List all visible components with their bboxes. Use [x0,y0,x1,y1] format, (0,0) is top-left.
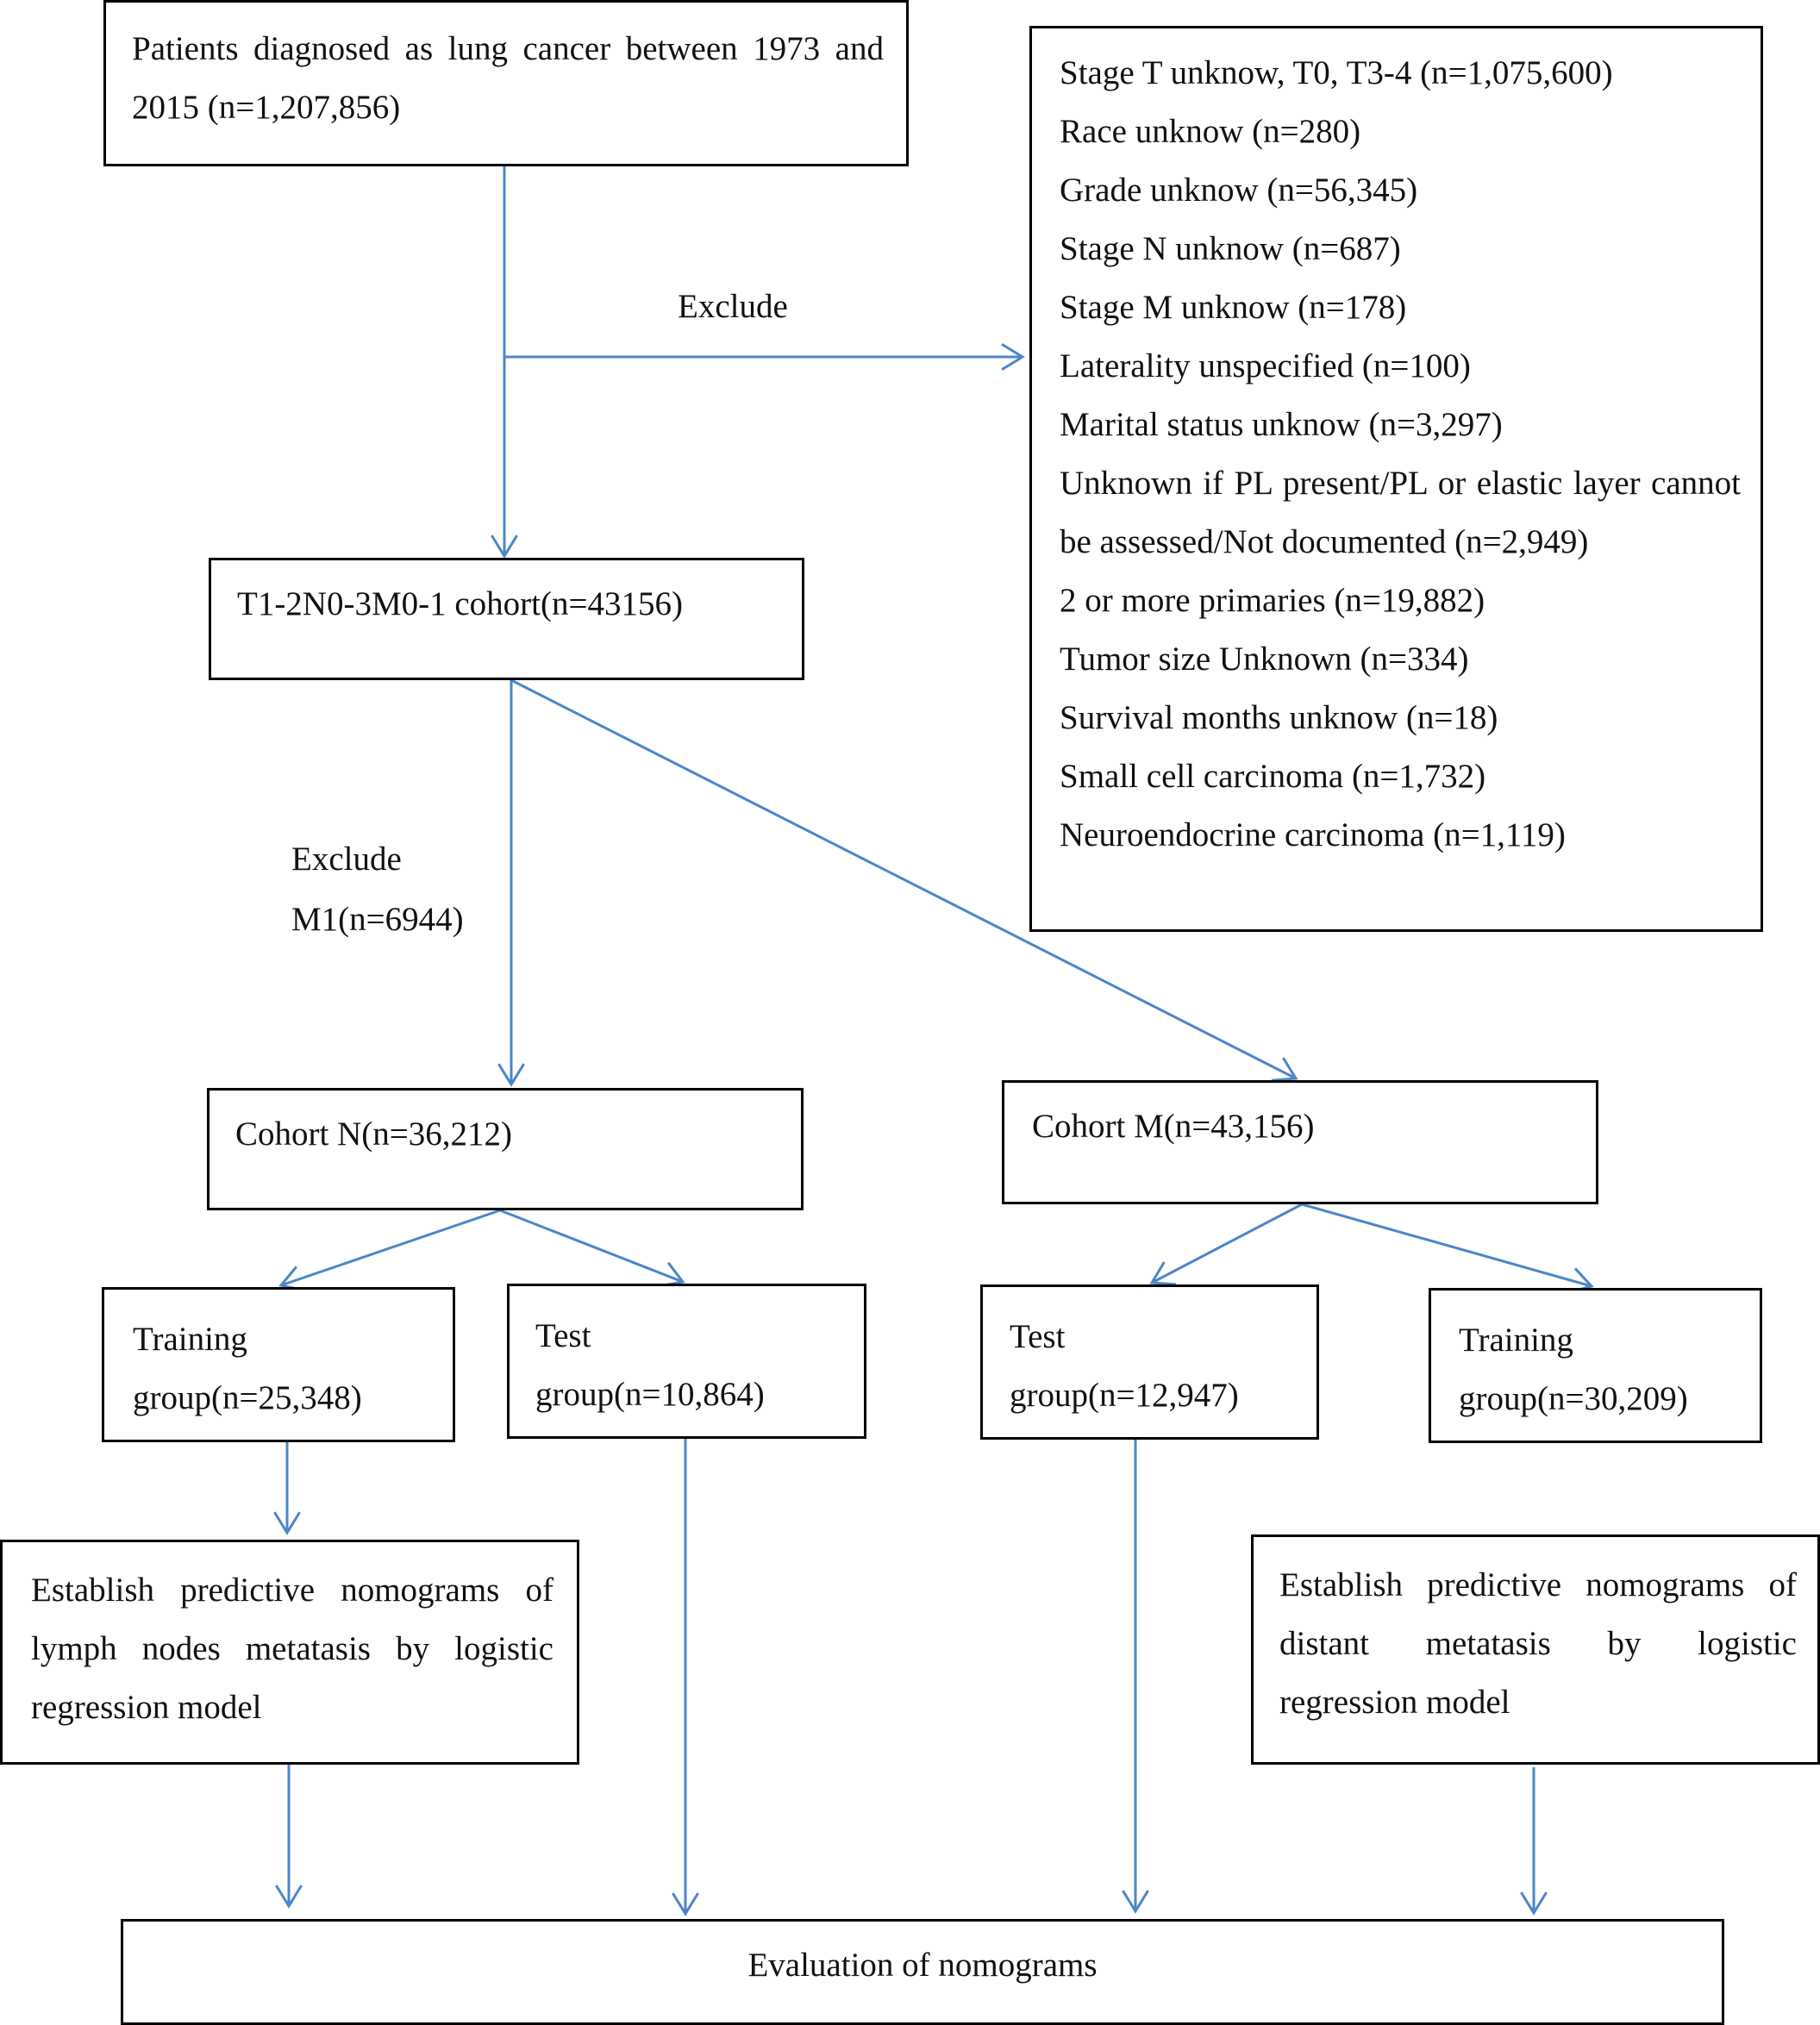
arrow-cohort-to-cohort-n-head [497,1063,525,1087]
m-test-line2: group(n=12,947) [1010,1377,1239,1414]
exclusion-criteria-box: Stage T unknow, T0, T3-4 (n=1,075,600) Ra… [1029,26,1763,932]
arrow-cohort-n-to-test [499,1209,684,1284]
exclusion-item: Stage T unknow, T0, T3-4 (n=1,075,600) [1060,54,1613,91]
nomogram-lymph-box: Establish predictive nomograms of lymph … [0,1540,579,1765]
cohort-text: T1-2N0-3M0-1 cohort(n=43156) [237,585,683,622]
arrow-to-exclusions-head [1001,343,1025,371]
m-test-line1: Test [1010,1318,1066,1355]
evaluation-box: Evaluation of nomograms [121,1919,1724,2025]
arrow-m-test-to-evaluation-head [1122,1890,1149,1914]
exclusion-item: Small cell carcinoma (n=1,732) [1060,758,1486,795]
n-training-line1: Training [133,1321,247,1358]
arrow-patients-to-cohort-head [491,534,518,559]
n-training-group-box: Training group(n=25,348) [102,1287,455,1442]
exclusion-item: Tumor size Unknown (n=334) [1060,641,1469,678]
exclusion-item: Survival months unknow (n=18) [1060,699,1498,736]
arrow-lymph-to-evaluation-head [275,1884,303,1909]
arrow-n-training-to-nomogram-head [273,1511,301,1535]
cohort-n-text: Cohort N(n=36,212) [235,1116,512,1153]
exclusion-item: Stage N unknow (n=687) [1060,230,1401,267]
arrow-n-test-to-evaluation-head [672,1892,699,1916]
nomogram-distant-box: Establish predictive nomograms of distan… [1251,1534,1820,1765]
exclusion-item: Unknown if PL present/PL or elastic laye… [1060,465,1741,560]
m-training-group-box: Training group(n=30,209) [1429,1288,1762,1443]
exclusion-item: 2 or more primaries (n=19,882) [1060,582,1485,619]
exclusion-item: Laterality unspecified (n=100) [1060,347,1471,384]
exclusion-criteria-list: Stage T unknow, T0, T3-4 (n=1,075,600) Ra… [1060,44,1741,865]
m-test-group-box: Test group(n=12,947) [980,1284,1319,1440]
arrow-cohort-m-to-training [1301,1203,1592,1288]
arrow-cohort-m-to-test-head [1149,1261,1177,1286]
exclusion-item: Grade unknow (n=56,345) [1060,172,1418,209]
exclusion-item: Race unknow (n=280) [1060,113,1361,150]
arrow-cohort-m-to-test [1151,1203,1303,1284]
cohort-m-text: Cohort M(n=43,156) [1032,1108,1315,1145]
exclusion-item: Marital status unknow (n=3,297) [1060,406,1503,443]
evaluation-text: Evaluation of nomograms [747,1947,1098,1984]
exclude-m1-line2: M1(n=6944) [291,901,464,938]
n-test-group-box: Test group(n=10,864) [507,1284,866,1439]
exclude-m1-line1: Exclude [291,841,402,878]
patients-box: Patients diagnosed as lung cancer betwee… [103,0,909,166]
cohort-m-box: Cohort M(n=43,156) [1002,1080,1598,1204]
arrow-cohort-n-to-training [280,1209,501,1287]
nomogram-lymph-text: Establish predictive nomograms of lymph … [31,1572,554,1726]
m-training-group-text: Training group(n=30,209) [1459,1311,1688,1428]
exclusion-item: Neuroendocrine carcinoma (n=1,119) [1060,816,1566,853]
nomogram-distant-text: Establish predictive nomograms of distan… [1279,1566,1797,1721]
n-training-group-text: Training group(n=25,348) [133,1310,362,1428]
n-test-group-text: Test group(n=10,864) [535,1307,765,1424]
arrow-cohort-to-cohort-m-head [1271,1057,1298,1082]
m-test-group-text: Test group(n=12,947) [1010,1308,1239,1425]
arrow-cohort-to-cohort-m [510,678,1297,1080]
exclude-label: Exclude [678,288,788,325]
m-training-line1: Training [1459,1322,1573,1359]
arrow-distant-to-evaluation-head [1520,1891,1548,1916]
patients-text: Patients diagnosed as lung cancer betwee… [132,30,884,126]
n-training-line2: group(n=25,348) [133,1379,362,1416]
n-test-line2: group(n=10,864) [535,1376,765,1413]
cohort-n-box: Cohort N(n=36,212) [207,1088,804,1210]
m-training-line2: group(n=30,209) [1459,1380,1688,1417]
exclusion-item: Stage M unknow (n=178) [1060,289,1407,326]
n-test-line1: Test [535,1317,591,1354]
cohort-box: T1-2N0-3M0-1 cohort(n=43156) [209,558,804,680]
exclude-m1-label: Exclude M1(n=6944) [291,829,464,950]
